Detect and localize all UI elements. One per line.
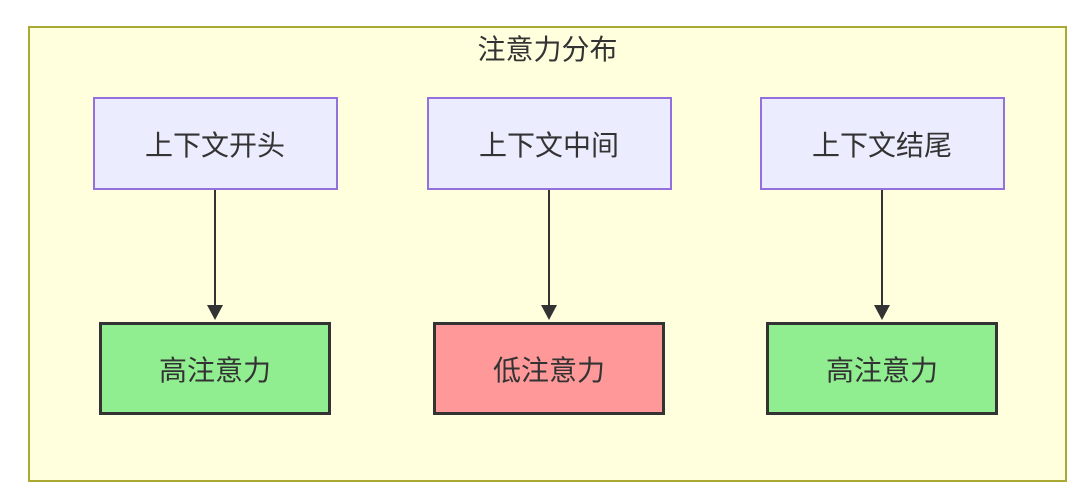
- arrow-line: [881, 190, 883, 305]
- arrowhead-icon: [874, 305, 890, 320]
- arrow-line: [548, 190, 550, 305]
- arrowhead-icon: [541, 305, 557, 320]
- source-node-context-start: 上下文开头: [92, 97, 338, 190]
- target-node-high-attention: 高注意力: [766, 322, 998, 415]
- source-node-context-middle: 上下文中间: [426, 97, 672, 190]
- diagram-canvas: 注意力分布 上下文开头 高注意力 上下文中间 低注意力 上下文结尾 高注意力: [28, 26, 1067, 482]
- arrowhead-icon: [207, 305, 223, 320]
- arrow: [207, 190, 223, 320]
- arrow: [541, 190, 557, 320]
- flow-column-middle: 上下文中间 低注意力: [424, 97, 674, 415]
- source-node-context-end: 上下文结尾: [759, 97, 1005, 190]
- arrow-line: [214, 190, 216, 305]
- target-node-low-attention: 低注意力: [433, 322, 665, 415]
- diagram-title: 注意力分布: [477, 34, 618, 65]
- flow-column-start: 上下文开头 高注意力: [90, 97, 340, 415]
- flow-column-end: 上下文结尾 高注意力: [757, 97, 1007, 415]
- arrow: [874, 190, 890, 320]
- target-node-high-attention: 高注意力: [99, 322, 331, 415]
